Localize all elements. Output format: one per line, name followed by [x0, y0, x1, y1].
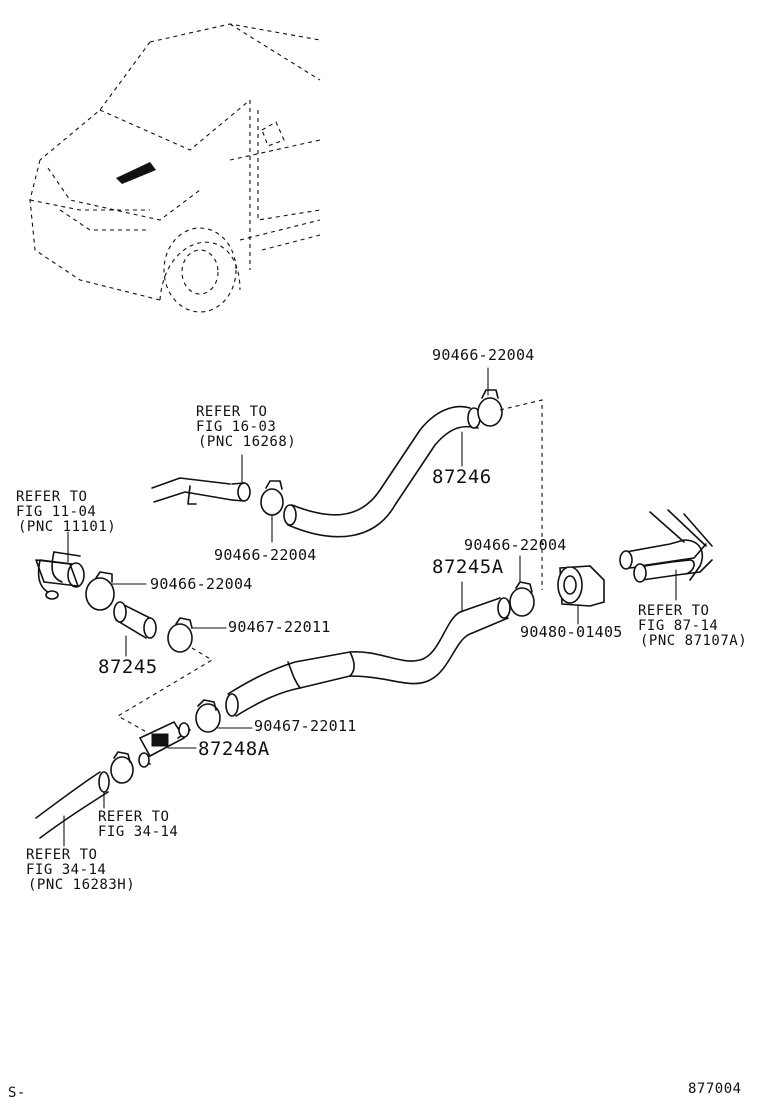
refer-fig-87-14-line2: FIG 87-14	[638, 618, 719, 634]
vehicle-outline	[29, 23, 321, 313]
hose-87245	[113, 601, 157, 639]
callout-90480: 90480-01405	[520, 623, 623, 641]
clamp-lower-left	[110, 751, 134, 784]
refer-fig-34-14-a-line1: REFER TO	[98, 809, 170, 825]
hose-location-marker	[116, 162, 156, 184]
grommet-90480	[557, 565, 605, 607]
footer-left-code: S-	[8, 1085, 26, 1101]
pipe-fig-16-03	[151, 477, 251, 505]
pipes-fig-87-14	[619, 509, 713, 583]
tee-87248A	[138, 720, 191, 768]
refer-fig-16-03-line3: (PNC 16268)	[198, 434, 297, 450]
callout-90467-mid: 90467-22011	[254, 717, 357, 735]
part-87248A: 87248A	[198, 738, 270, 760]
refer-fig-11-04-line1: REFER TO	[16, 489, 88, 505]
callout-90466-mid: 90466-22004	[214, 546, 317, 564]
callout-90466-left: 90466-22004	[150, 575, 253, 593]
refer-fig-11-04-line3: (PNC 11101)	[18, 519, 117, 535]
clamp-lower-mid	[195, 699, 221, 733]
hose-87246	[283, 405, 481, 538]
refer-fig-87-14-line1: REFER TO	[638, 603, 710, 619]
part-87246: 87246	[432, 466, 492, 488]
clamp-top	[477, 389, 503, 427]
clamp-left-lower	[167, 617, 193, 653]
part-87245: 87245	[98, 656, 158, 678]
hose-87245A	[225, 597, 511, 717]
hose-fig-34-14	[35, 771, 110, 839]
figure-number: 877004	[688, 1081, 742, 1097]
refer-fig-34-14-b-line1: REFER TO	[26, 847, 98, 863]
refer-fig-11-04-line2: FIG 11-04	[16, 504, 97, 520]
part-87245A: 87245A	[432, 556, 504, 578]
refer-fig-34-14-a-line2: FIG 34-14	[98, 824, 179, 840]
clamp-mid	[260, 480, 284, 516]
clamp-left	[85, 571, 115, 611]
refer-fig-34-14-b-line2: FIG 34-14	[26, 862, 107, 878]
clamp-right	[509, 581, 535, 617]
callout-90467-left: 90467-22011	[228, 618, 331, 636]
callout-90466-right: 90466-22004	[464, 536, 567, 554]
refer-fig-16-03-line2: FIG 16-03	[196, 419, 277, 435]
refer-fig-34-14-b-line3: (PNC 16283H)	[28, 877, 136, 893]
elbow-fig-11-04	[35, 551, 85, 600]
refer-fig-87-14-line3: (PNC 87107A)	[640, 633, 748, 649]
refer-fig-16-03-line1: REFER TO	[196, 404, 268, 420]
callout-90466-top: 90466-22004	[432, 346, 535, 364]
